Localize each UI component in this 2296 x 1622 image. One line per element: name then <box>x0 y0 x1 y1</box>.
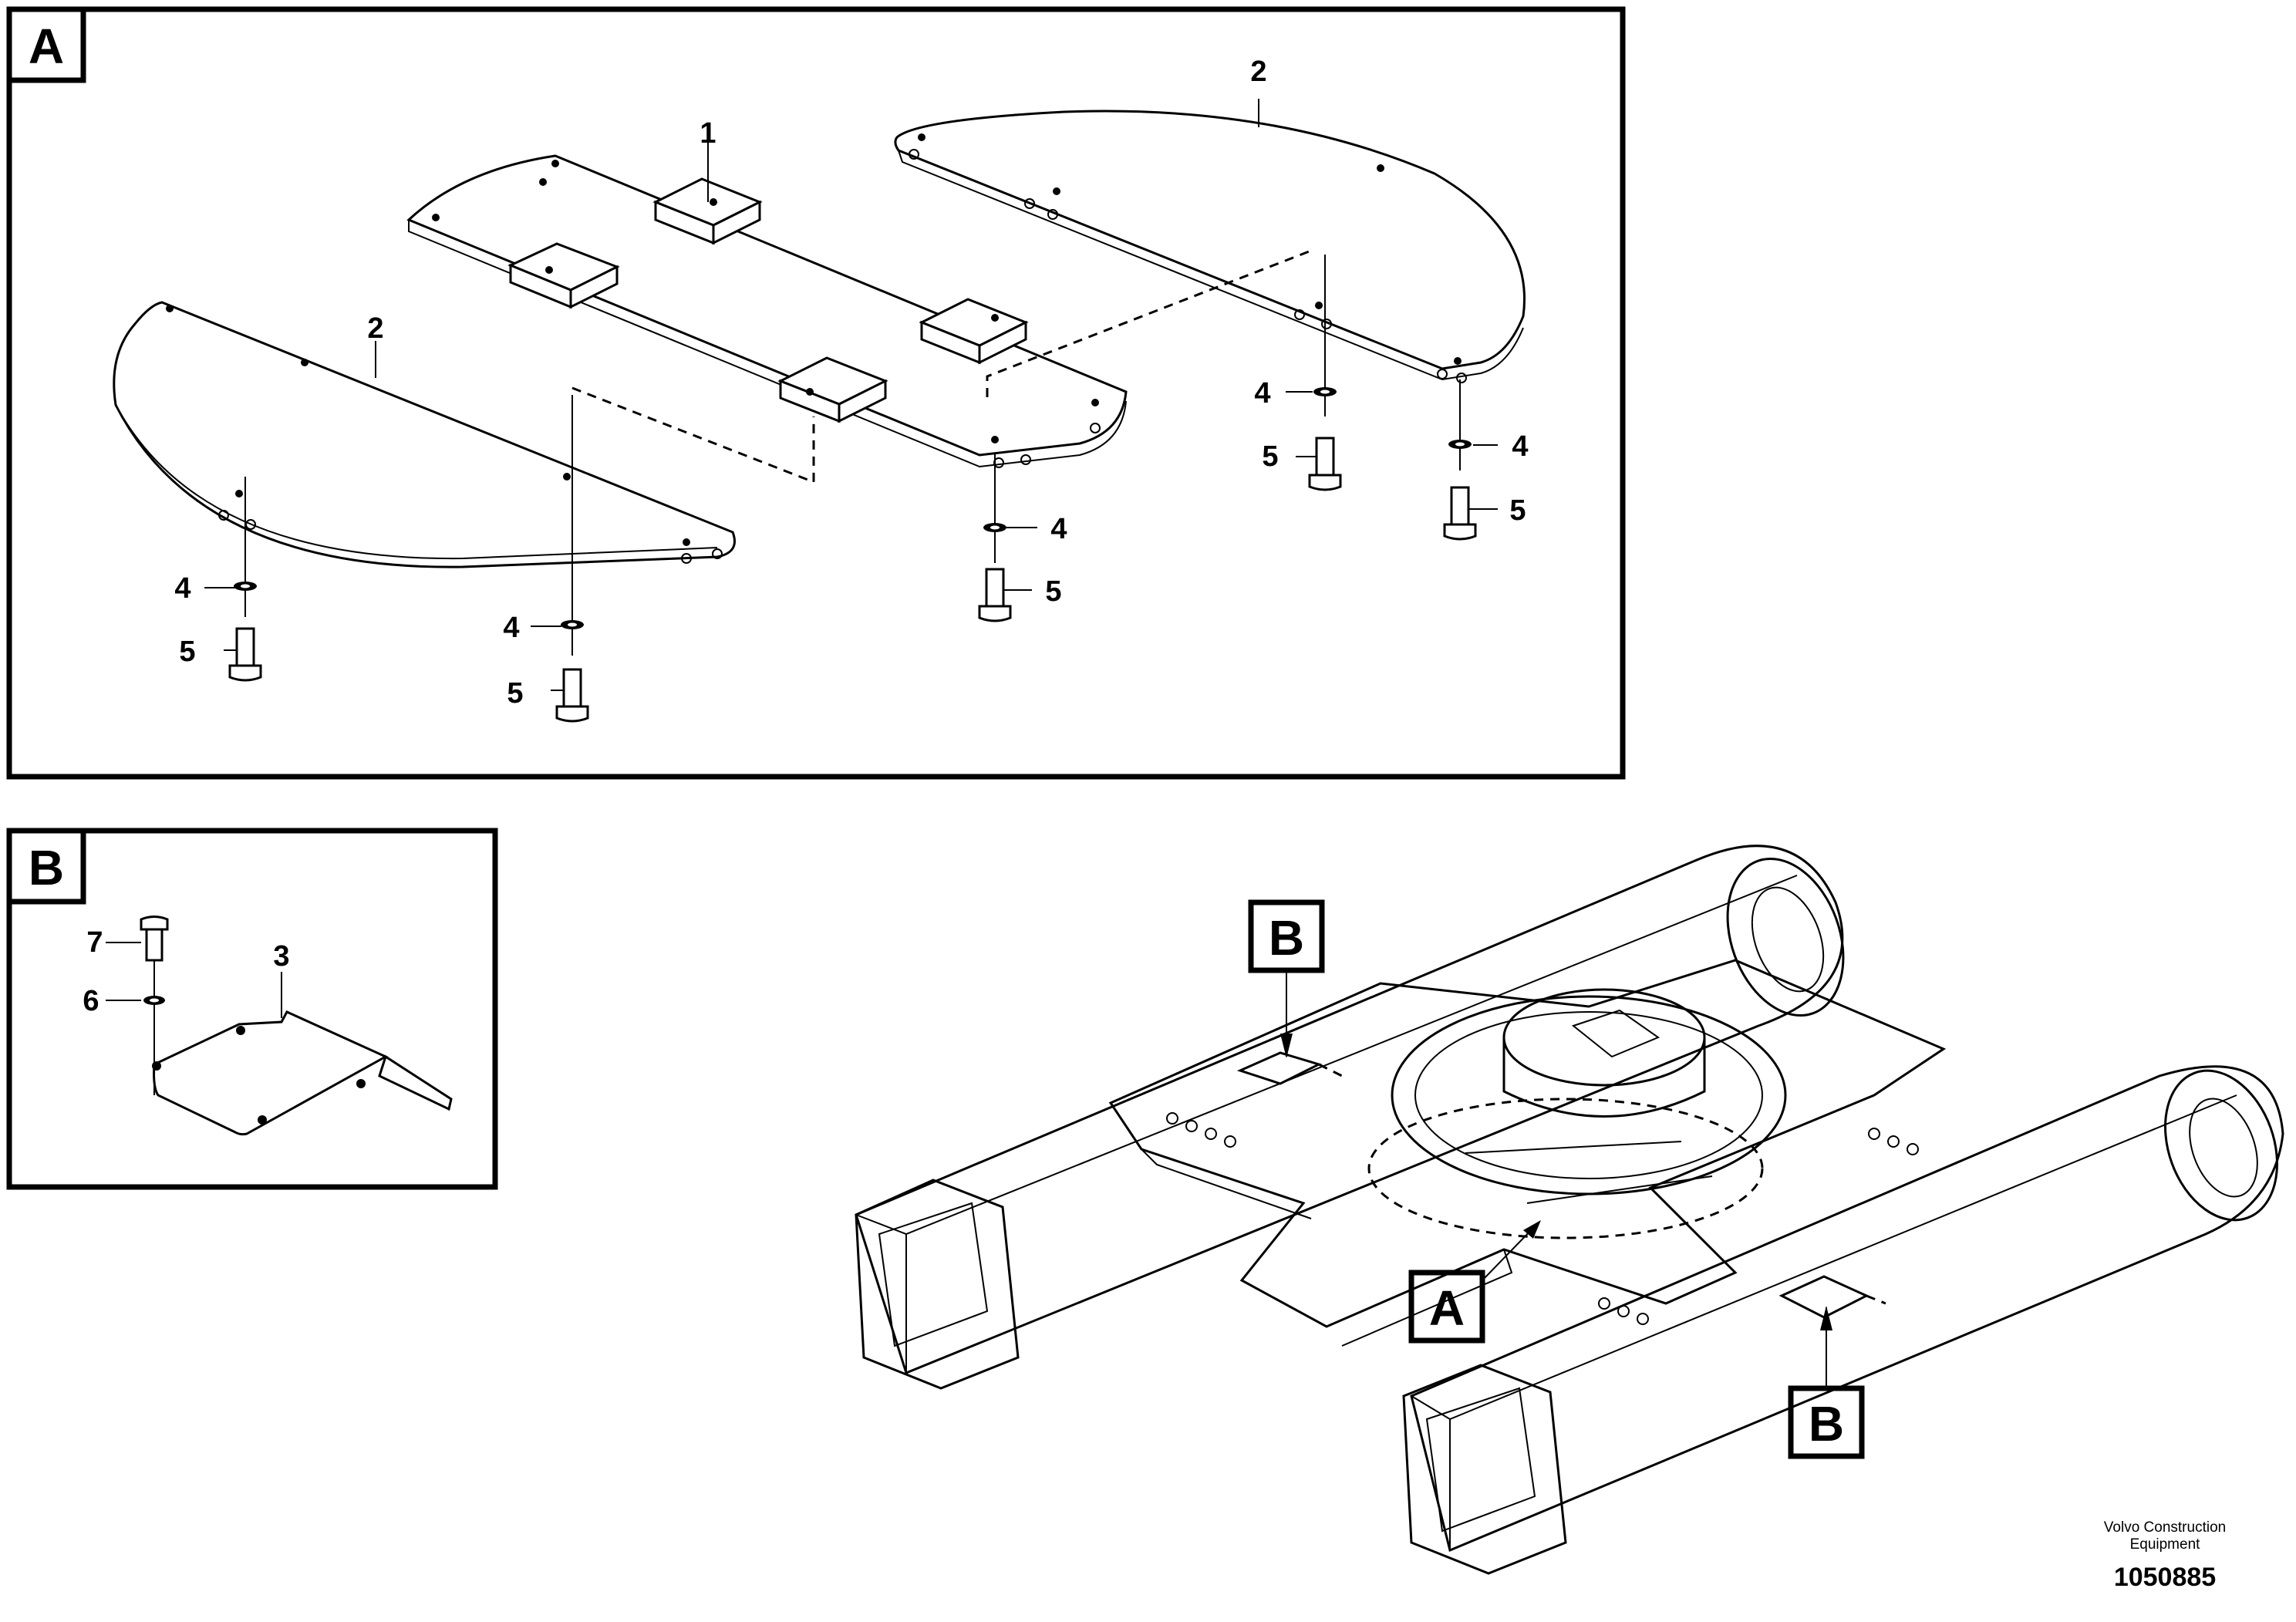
left-cover-plate <box>113 301 736 568</box>
callout-3: 3 <box>273 940 289 973</box>
marker-b-bottom-label: B <box>1809 1396 1844 1452</box>
callout-5-c: 5 <box>1045 575 1061 608</box>
detail-a-panel: A <box>6 6 1626 780</box>
callout-4-b: 4 <box>503 612 519 644</box>
callout-2-left: 2 <box>367 312 383 345</box>
fastener-stack-2 <box>555 395 589 723</box>
callout-4-c: 4 <box>1050 513 1067 545</box>
fastener-stack-4 <box>1308 255 1342 491</box>
hidden-line-right <box>986 249 1312 397</box>
right-cover-plate <box>894 110 1526 383</box>
callout-6: 6 <box>83 985 99 1017</box>
detail-a-label-box <box>6 6 86 83</box>
callout-4-e: 4 <box>1512 430 1528 463</box>
undercarriage-overview <box>855 845 2284 1575</box>
brand-line-2: Equipment <box>2129 1536 2200 1553</box>
bracket-fastener <box>140 916 169 1095</box>
marker-b-top: B <box>1248 899 1325 1058</box>
detail-b-label: B <box>29 840 64 895</box>
callout-5-b: 5 <box>507 677 523 710</box>
fastener-stack-1 <box>228 477 262 682</box>
callout-4-a: 4 <box>174 572 190 605</box>
drawing-number: 1050885 <box>2113 1563 2217 1592</box>
detail-b-panel: B 3 7 6 <box>6 828 498 1190</box>
detail-a-label: A <box>29 19 64 74</box>
callout-4-d: 4 <box>1254 377 1270 410</box>
callout-2-right: 2 <box>1250 56 1266 88</box>
bracket-plate <box>152 1010 453 1136</box>
drawing-footer: Volvo Construction Equipment 1050885 <box>2065 1519 2265 1593</box>
brand-line-1: Volvo Construction <box>2103 1519 2227 1536</box>
area-a-marker-ellipse <box>1367 1098 1764 1239</box>
marker-b-bottom: B <box>1788 1306 1865 1459</box>
marker-a-label: A <box>1429 1280 1465 1336</box>
callout-5-d: 5 <box>1262 440 1278 473</box>
callout-5-a: 5 <box>179 636 195 668</box>
center-cover-plate <box>406 154 1128 468</box>
fastener-stack-5 <box>1443 379 1477 541</box>
marker-b-top-label: B <box>1269 910 1304 966</box>
fastener-stack-3 <box>978 454 1012 622</box>
callout-7: 7 <box>86 926 103 959</box>
hidden-line-left <box>571 386 815 484</box>
leader-lines-a <box>204 99 1498 691</box>
callout-1: 1 <box>700 117 716 150</box>
detail-b-label-box <box>6 828 86 905</box>
callout-5-e: 5 <box>1509 494 1526 527</box>
frame-bolts <box>1166 1112 1919 1325</box>
marker-a: A <box>1408 1220 1541 1344</box>
